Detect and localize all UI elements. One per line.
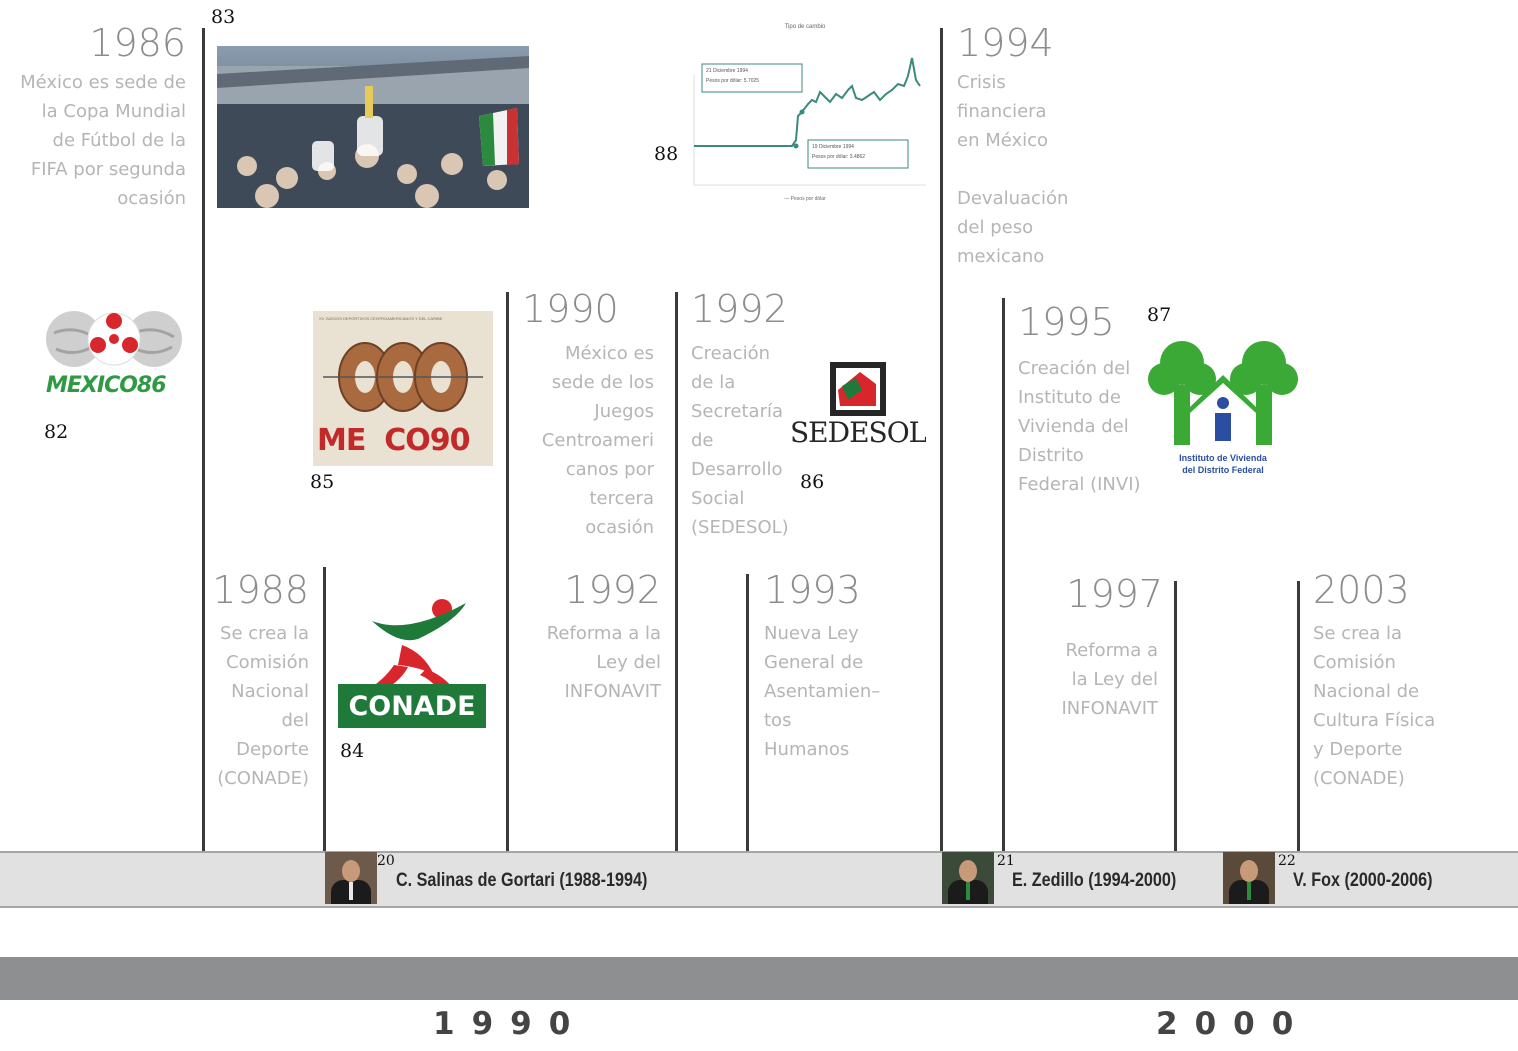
invi-logo: Instituto de Vivienda del Distrito Feder… [1140,335,1306,485]
president-photo-zedillo [942,852,994,904]
figure-number-88: 88 [654,143,679,165]
timeline-line-1992a [675,292,678,852]
year-1993: 1993 [764,568,861,612]
event-1992-infonavit-text: Reforma a la Ley del INFONAVIT [546,623,661,702]
event-1986-text: México es sede de la Copa Mundial de Fút… [20,72,186,209]
year-1994: 1994 [957,21,1054,65]
timeline-line-1993 [746,574,749,852]
exchange-chart-title: Tipo de cambio [784,24,826,30]
president-photo-salinas [325,852,377,904]
event-1993-text: Nueva Ley General de Asentamien– tos Hum… [764,623,881,760]
mexico90-wordmark: ME CO90 [317,423,471,458]
year-1992-sedesol: 1992 [691,287,788,331]
event-1994-text: Crisis financiera en México Devaluación … [957,72,1069,267]
invi-name-line-1: Instituto de Vivienda [1179,453,1267,463]
year-1986: 1986 [89,21,186,65]
timeline-line-2003 [1297,581,1300,852]
president-photo-fox [1223,852,1275,904]
mexico86-logo: MEXICO86 [42,305,186,409]
year-1997: 1997 [1066,572,1163,616]
exchange-chart-annotation-bottom-2: Pesos por dólar: 3.4862 [812,154,866,160]
event-1997-text: Reforma a la Ley del INFONAVIT [1061,640,1158,719]
figure-number-82: 82 [44,421,69,443]
event-1995-text: Creación del Instituto de Vivienda del D… [1018,358,1141,495]
exchange-chart-annotation-bottom-1: 19 Diciembre 1994 [812,144,854,150]
conade-wordmark: CONADE [338,684,486,728]
mexico90-poster-caption: XV JUEGOS DEPORTIVOS CENTROAMERICANOS Y … [319,316,443,321]
timeline-line-1995 [1002,298,1005,852]
president-number-20: 20 [377,853,395,869]
exchange-chart-annotation-top-2: Pesos por dólar: 5.7025 [706,78,760,84]
sedesol-logo: SEDESOL [790,360,926,460]
timeline-line-1986 [202,28,205,852]
timeline-line-1990 [506,292,509,852]
figure-number-85: 85 [310,471,335,493]
conade-logo: CONADE [338,595,486,730]
year-1990: 1990 [522,287,619,331]
year-1995: 1995 [1018,300,1115,344]
president-label-salinas: C. Salinas de Gortari (1988-1994) [396,870,648,891]
year-1988: 1988 [212,568,309,612]
sedesol-wordmark: SEDESOL [790,416,926,449]
president-number-21: 21 [997,853,1015,869]
decade-label-2000: 2000 [1156,1006,1311,1042]
timeline-line-1997 [1174,581,1177,852]
event-2003-text: Se crea la Comisión Nacional de Cultura … [1313,623,1436,789]
timeline-line-1988 [323,567,326,852]
decade-axis-bar [0,957,1518,1000]
figure-number-87: 87 [1147,304,1172,326]
exchange-rate-line [694,57,921,147]
world-cup-stadium-photo [217,46,529,208]
exchange-chart-legend: — Pesos por dólar [784,196,826,202]
mexico86-wordmark: MEXICO86 [46,373,167,398]
year-2003: 2003 [1313,568,1410,612]
exchange-chart-annotation-top-1: 21 Diciembre 1994 [706,68,748,74]
mexico90-poster: XV JUEGOS DEPORTIVOS CENTROAMERICANOS Y … [313,311,493,466]
invi-name-line-2: del Distrito Federal [1182,465,1264,475]
figure-number-84: 84 [340,740,365,762]
president-label-fox: V. Fox (2000-2006) [1293,870,1433,891]
figure-number-83: 83 [211,6,236,28]
event-1992-sedesol-text: Creación de la Secretaría de Desarrollo … [691,343,789,538]
exchange-rate-chart: Tipo de cambio 21 Diciembre 1994 Pesos p… [680,20,930,210]
event-1990-text: México es sede de los Juegos Centroameri… [541,343,654,538]
year-1992-infonavit: 1992 [564,568,661,612]
president-label-zedillo: E. Zedillo (1994-2000) [1012,870,1177,891]
figure-number-86: 86 [800,471,825,493]
event-1988-text: Se crea la Comisión Nacional del Deporte… [217,623,309,789]
president-number-22: 22 [1278,853,1296,869]
timeline-line-1994 [940,28,943,852]
decade-label-1990: 1990 [433,1006,588,1042]
conade-text: CONADE [348,690,476,722]
